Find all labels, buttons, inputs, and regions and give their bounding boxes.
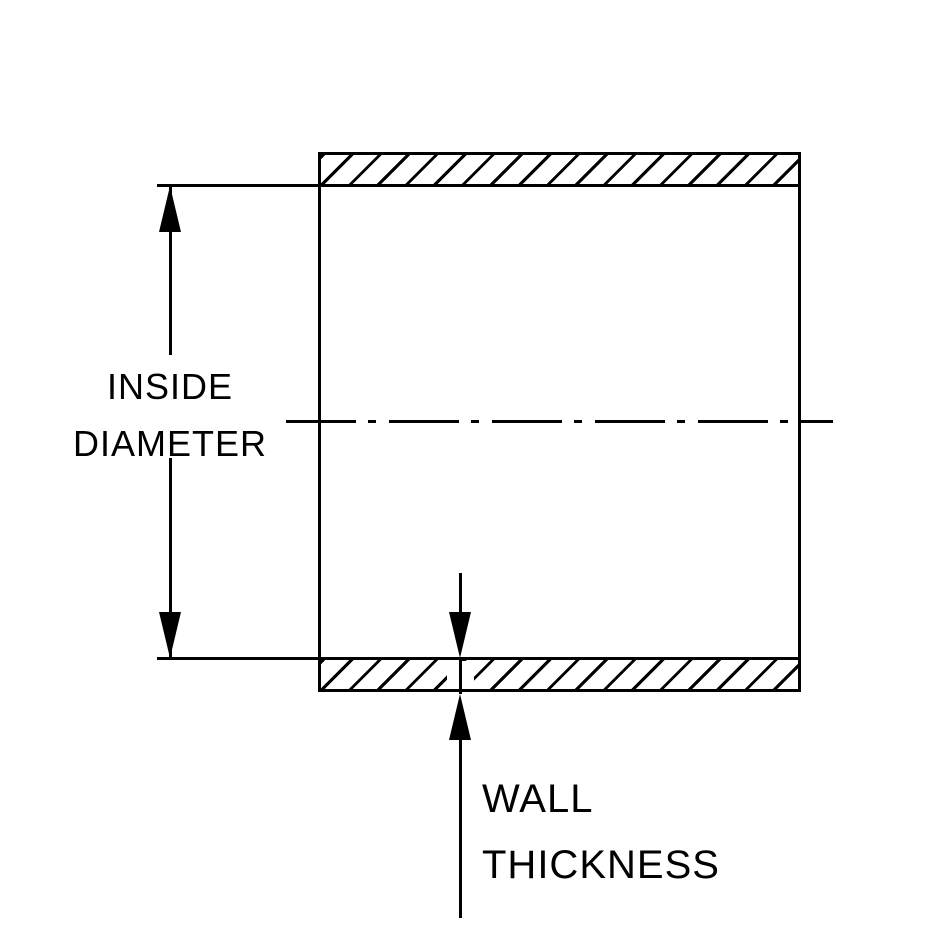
dimension-line-upper-segment xyxy=(169,187,172,355)
wall-thickness-stem-above xyxy=(459,573,462,614)
wall-thickness-label-line1: WALL xyxy=(482,777,594,821)
wall-thickness-arrow-down-icon xyxy=(449,612,471,658)
centerline xyxy=(286,420,833,423)
inside-diameter-label-line1: INSIDE xyxy=(106,366,234,407)
tube-bottom-wall-hatched xyxy=(318,657,801,692)
inside-diameter-label: INSIDE DIAMETER xyxy=(40,358,300,472)
wall-thickness-arrow-up-icon xyxy=(449,694,471,740)
tube-top-wall-hatched xyxy=(318,152,801,187)
wall-thickness-label-line2: THICKNESS xyxy=(482,843,720,887)
arrow-up-icon xyxy=(159,186,181,232)
dimension-line-lower-segment xyxy=(169,458,172,659)
wall-thickness-label: WALL THICKNESS xyxy=(482,766,720,898)
arrow-down-icon xyxy=(159,612,181,658)
wall-thickness-line-through-wall xyxy=(459,658,462,694)
extension-line-bottom xyxy=(157,657,320,660)
wall-thickness-leader-line xyxy=(459,738,462,918)
inside-diameter-label-line2: DIAMETER xyxy=(72,423,267,464)
extension-line-top xyxy=(157,184,320,187)
